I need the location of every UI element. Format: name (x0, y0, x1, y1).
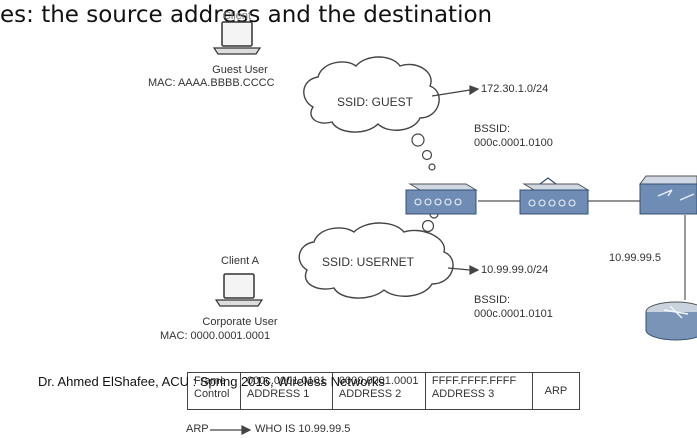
arp-label: ARP (186, 423, 209, 435)
guest-subnet-arrow (431, 89, 471, 97)
frame-cell-line1: Frame (194, 375, 226, 387)
frame-cell-arp: ARP (531, 372, 580, 410)
frame-cell-control: Frame Control (187, 372, 241, 410)
guest-ssid-label: SSID: GUEST (337, 95, 414, 109)
frame-cell-address2: 0000.0001.0001 ADDRESS 2 (331, 372, 426, 410)
usernet-subnet: 10.99.99.0/24 (481, 264, 549, 276)
router-ip-label: 10.99.99.5 (609, 252, 661, 264)
frame-cell-line1: FFFF.FFFF.FFFF (431, 375, 517, 387)
frame-table: Frame Control 000c.0001.0101 ADDRESS 1 0… (187, 372, 580, 410)
frame-row: Frame Control 000c.0001.0101 ADDRESS 1 0… (187, 372, 580, 410)
usernet-ssid-label: SSID: USERNET (322, 255, 415, 269)
laptop-guest-icon (212, 21, 262, 55)
frame-cell-line2: Control (194, 388, 230, 400)
usernet-bssid-label: BSSID: (474, 294, 511, 306)
frame-cell-line2: ADDRESS 2 (338, 388, 402, 400)
guest-bssid-value: 000c.0001.0100 (474, 137, 553, 149)
router-icon (645, 301, 697, 341)
guest-user-label: Guest User (212, 64, 268, 76)
usernet-subnet-arrow (447, 267, 471, 271)
client-a-user-label: Corporate User (202, 316, 278, 328)
usernet-bssid-value: 000c.0001.0101 (474, 308, 553, 320)
frame-cell-address3: FFFF.FFFF.FFFF ADDRESS 3 (424, 372, 533, 410)
access-point-icon (405, 183, 478, 215)
frame-cell-address1: 000c.0001.0101 ADDRESS 1 (240, 372, 333, 410)
client-a-label: Client A (221, 255, 259, 267)
laptop-client-a-icon (214, 273, 264, 307)
guest-client-label: Client (222, 10, 252, 22)
frame-cell-line1: 000c.0001.0101 (247, 375, 326, 387)
arp-query: WHO IS 10.99.99.5 (255, 423, 351, 435)
frame-cell-line1: 0000.0001.0001 (338, 375, 419, 387)
guest-mac-label: MAC: AAAA.BBBB.CCCC (148, 77, 275, 89)
guest-bssid-label: BSSID: (474, 123, 511, 135)
guest-subnet: 172.30.1.0/24 (481, 83, 549, 95)
frame-cell-line2: ADDRESS 1 (247, 388, 310, 400)
multilayer-switch-icon (639, 175, 697, 215)
switch-icon (519, 177, 590, 215)
usernet-cloud-shape (298, 209, 454, 299)
client-a-mac-label: MAC: 0000.0001.0001 (160, 330, 271, 342)
frame-cell-line1: ARP (544, 384, 568, 397)
frame-cell-line2: ADDRESS 3 (431, 388, 495, 400)
slide-footer: Dr. Ahmed ElShafee, ACU : Spring 2016, W… (38, 374, 385, 389)
guest-cloud-shape (303, 56, 440, 171)
